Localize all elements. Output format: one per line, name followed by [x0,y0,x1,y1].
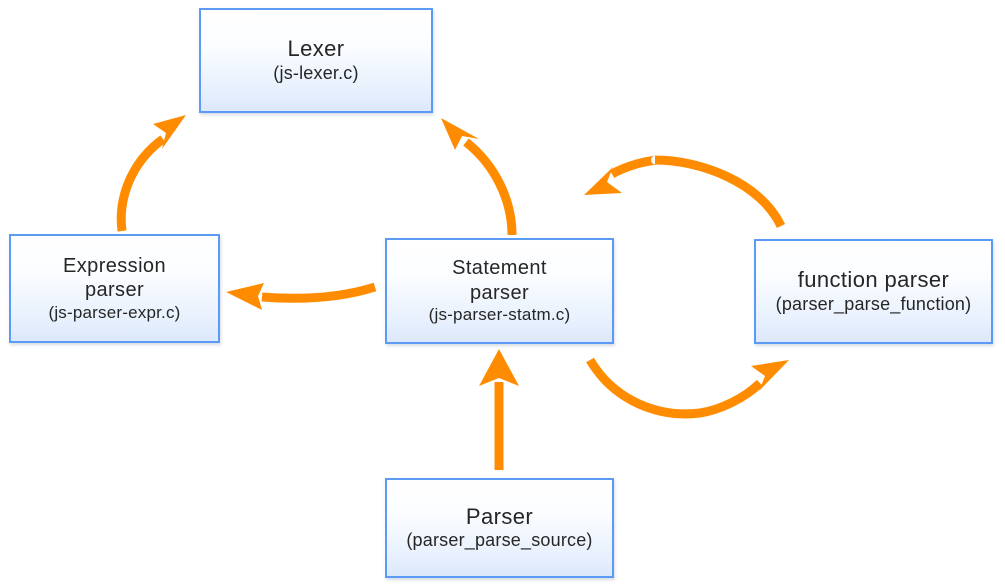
node-statement-parser[interactable]: Statement parser (js-parser-statm.c) [385,238,614,344]
edge-expr-to-lexer [116,115,186,232]
edge-statm-to-expr [226,282,377,310]
node-expression-parser-subtitle: (js-parser-expr.c) [48,302,181,322]
node-parser-title: Parser [465,503,534,529]
node-function-parser-subtitle: (parser_parse_function) [775,293,972,314]
edge-parser-to-statm [479,349,519,470]
edge-statm-to-lexer [441,118,517,236]
node-expression-parser-title: Expression [63,254,166,277]
node-expression-parser-title-line2: parser [84,279,145,302]
edge-statm-to-function [586,357,789,419]
node-expression-parser[interactable]: Expression parser (js-parser-expr.c) [9,234,220,343]
node-statement-parser-title-line2: parser [469,281,530,304]
edge-function-to-statm [584,155,786,229]
node-statement-parser-subtitle: (js-parser-statm.c) [428,305,571,325]
node-lexer-subtitle: (js-lexer.c) [273,62,359,83]
node-parser-subtitle: (parser_parse_source) [406,530,593,551]
node-function-parser[interactable]: function parser (parser_parse_function) [754,239,993,344]
node-function-parser-title: function parser [797,267,950,293]
node-lexer[interactable]: Lexer (js-lexer.c) [199,8,433,113]
node-lexer-title: Lexer [287,36,345,62]
node-parser[interactable]: Parser (parser_parse_source) [385,478,614,578]
node-statement-parser-title: Statement [452,257,547,280]
